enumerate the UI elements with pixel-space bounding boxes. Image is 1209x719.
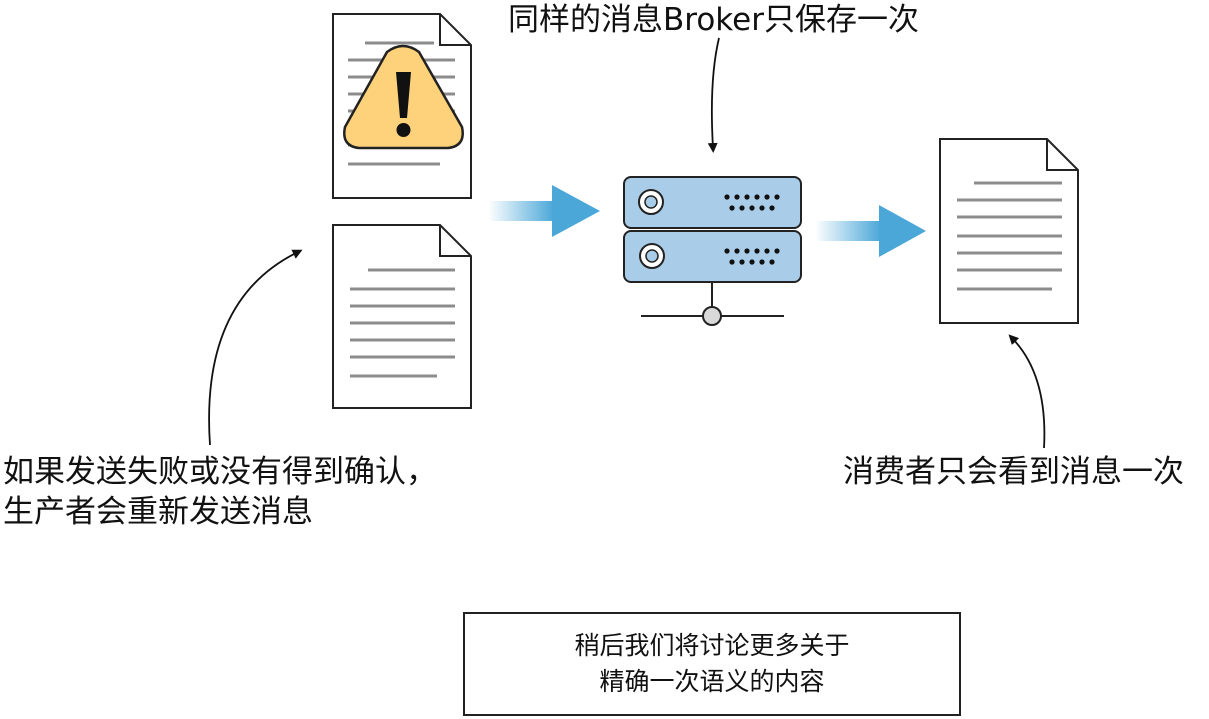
pointer-broker [707, 37, 720, 153]
note-line1: 稍后我们将讨论更多关于 [574, 631, 850, 660]
note-box: 稍后我们将讨论更多关于 精确一次语义的内容 [463, 612, 961, 716]
pointer-producer [208, 249, 303, 446]
server-icon [623, 176, 802, 326]
consumer-once-label: 消费者只会看到消息一次 [843, 454, 1184, 490]
pointer-consumer [1008, 334, 1046, 449]
warning-icon [343, 44, 464, 150]
document-icon-consumed [939, 138, 1079, 324]
producer-retry-label: 如果发送失败或没有得到确认， 生产者会重新发送消息 [3, 452, 437, 532]
note-line2: 精确一次语义的内容 [599, 667, 825, 696]
flow-arrow-icon-to-broker [488, 185, 600, 237]
flow-arrow-icon-to-consumer [815, 205, 926, 257]
broker-once-label: 同样的消息Broker只保存一次 [508, 2, 919, 38]
document-icon-resent [332, 224, 472, 409]
producer-retry-line1: 如果发送失败或没有得到确认， [3, 454, 437, 490]
producer-retry-line2: 生产者会重新发送消息 [3, 494, 313, 530]
